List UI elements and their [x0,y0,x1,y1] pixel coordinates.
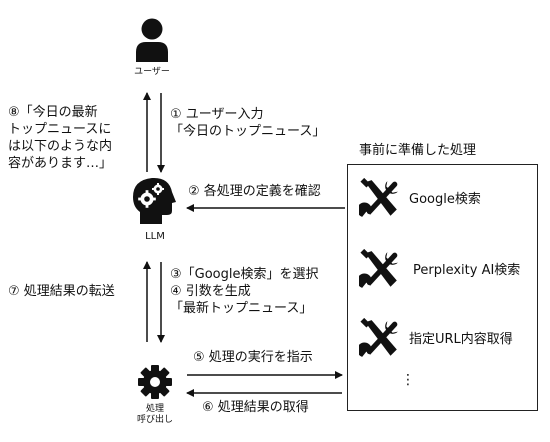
more-items-ellipsis: ⋮ [401,372,415,388]
step8-text: ⑧「今日の最新 トップニュースに は以下のような内 容があります…」 [8,105,113,171]
user-node: ユーザー [124,18,180,80]
tool-item-label: 指定URL内容取得 [409,332,513,347]
step6-text: ⑥ 処理結果の取得 [202,400,309,415]
caller-label-line2: 呼び出し [136,415,173,425]
tools-panel-title: 事前に準備した処理 [359,143,477,158]
step5-text: ⑤ 処理の実行を指示 [193,350,313,365]
caller-label-line1: 処理 [145,404,164,414]
person-icon [136,18,168,62]
step1-text: ① ユーザー入力 「今日のトップニュース」 [170,107,326,139]
llm-label: LLM [145,231,165,242]
llm-node: LLM [130,176,180,244]
wrench-screwdriver-icon [359,249,398,288]
step2-text: ② 各処理の定義を確認 [188,184,321,199]
caller-node: 処理 呼び出し [126,364,184,426]
tool-item-label: Perplexity AI検索 [413,263,521,278]
tool-item: Perplexity AI検索 [357,247,537,297]
user-label: ユーザー [134,67,170,77]
step7-text: ⑦ 処理結果の転送 [8,284,115,299]
tool-item: 指定URL内容取得 [357,316,537,366]
step3-text: ③「Google検索」を選択 ④ 引数を生成 「最新トップニュース」 [170,267,319,316]
tool-item-label: Google検索 [409,192,481,207]
tool-item: Google検索 [357,176,537,226]
wrench-screwdriver-icon [359,178,398,217]
head-gears-icon [133,177,176,224]
gear-icon [138,365,172,399]
wrench-screwdriver-icon [359,318,398,357]
